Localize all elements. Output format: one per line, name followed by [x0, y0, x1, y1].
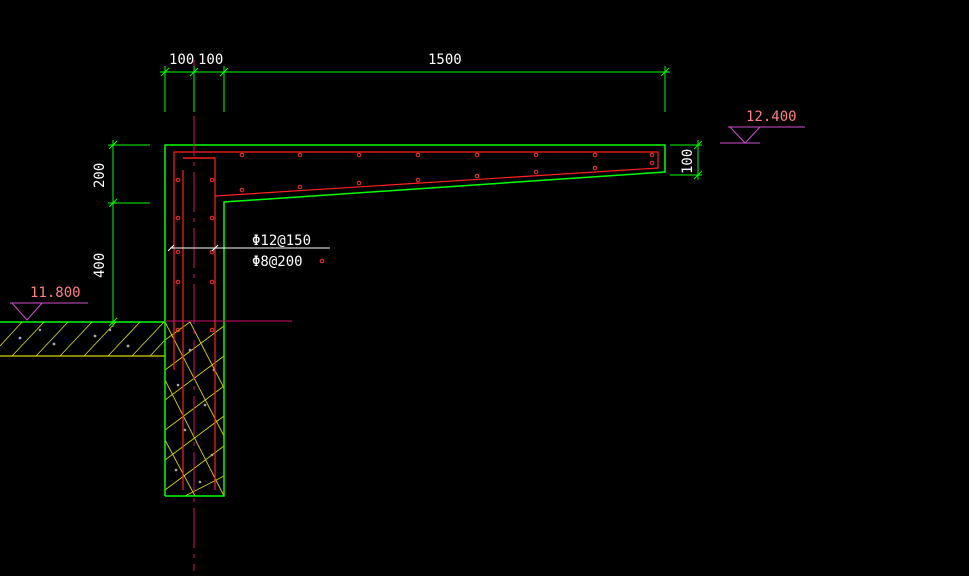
soil-hatch — [0, 321, 166, 357]
left-dimension — [108, 140, 150, 327]
rebar-leader — [167, 244, 330, 252]
elevation-left-label: 11.800 — [30, 285, 81, 301]
dim-top-2: 100 — [198, 52, 223, 68]
elevation-marker-left — [10, 302, 88, 321]
dim-top-3: 1500 — [428, 52, 462, 68]
elevation-marker-top — [720, 126, 805, 144]
rebar-label-main: Φ12@150 — [252, 233, 311, 249]
rebar-dots — [175, 152, 655, 333]
elevation-top-label: 12.400 — [746, 109, 797, 125]
concrete-dots — [174, 348, 216, 484]
rebar-lines — [173, 151, 659, 490]
dim-left-1: 200 — [92, 163, 108, 188]
dim-right: 100 — [680, 149, 696, 174]
rebar-label-dist: Φ8@200 — [252, 254, 303, 270]
right-dimension — [670, 140, 703, 180]
top-dimension — [160, 66, 670, 112]
dim-top-1: 100 — [169, 52, 194, 68]
dim-left-2: 400 — [92, 253, 108, 278]
structure-outline — [164, 144, 666, 497]
